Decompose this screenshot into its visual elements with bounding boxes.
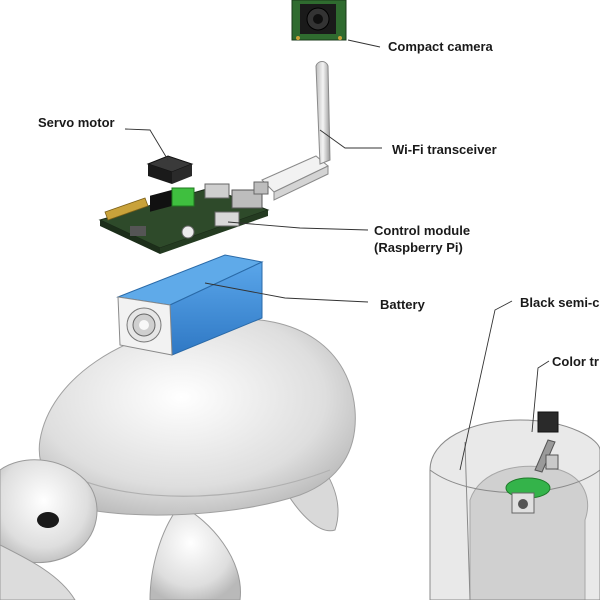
label-color-tracker: Color tr bbox=[552, 354, 599, 369]
label-control-module: Control module bbox=[374, 223, 471, 238]
label-wifi-transceiver: Wi-Fi transceiver bbox=[392, 142, 497, 157]
tracker-inset bbox=[429, 411, 600, 600]
label-black-semi-cylinder: Black semi-c bbox=[520, 295, 600, 310]
turtle-front-flipper bbox=[149, 504, 241, 600]
label-control-module-sub: (Raspberry Pi) bbox=[374, 240, 463, 255]
turtle-robot-body bbox=[0, 318, 356, 600]
wifi-transceiver bbox=[253, 61, 331, 201]
label-battery: Battery bbox=[380, 297, 425, 312]
compact-camera bbox=[291, 0, 347, 41]
label-servo-motor: Servo motor bbox=[38, 115, 115, 130]
label-compact-camera: Compact camera bbox=[388, 39, 493, 54]
servo-motor bbox=[146, 155, 194, 184]
turtle-eye bbox=[37, 512, 59, 528]
leader-lines bbox=[124, 39, 550, 471]
battery-pack bbox=[116, 254, 264, 356]
wifi-antenna bbox=[315, 61, 331, 165]
raspberry-pi-board bbox=[98, 183, 270, 254]
